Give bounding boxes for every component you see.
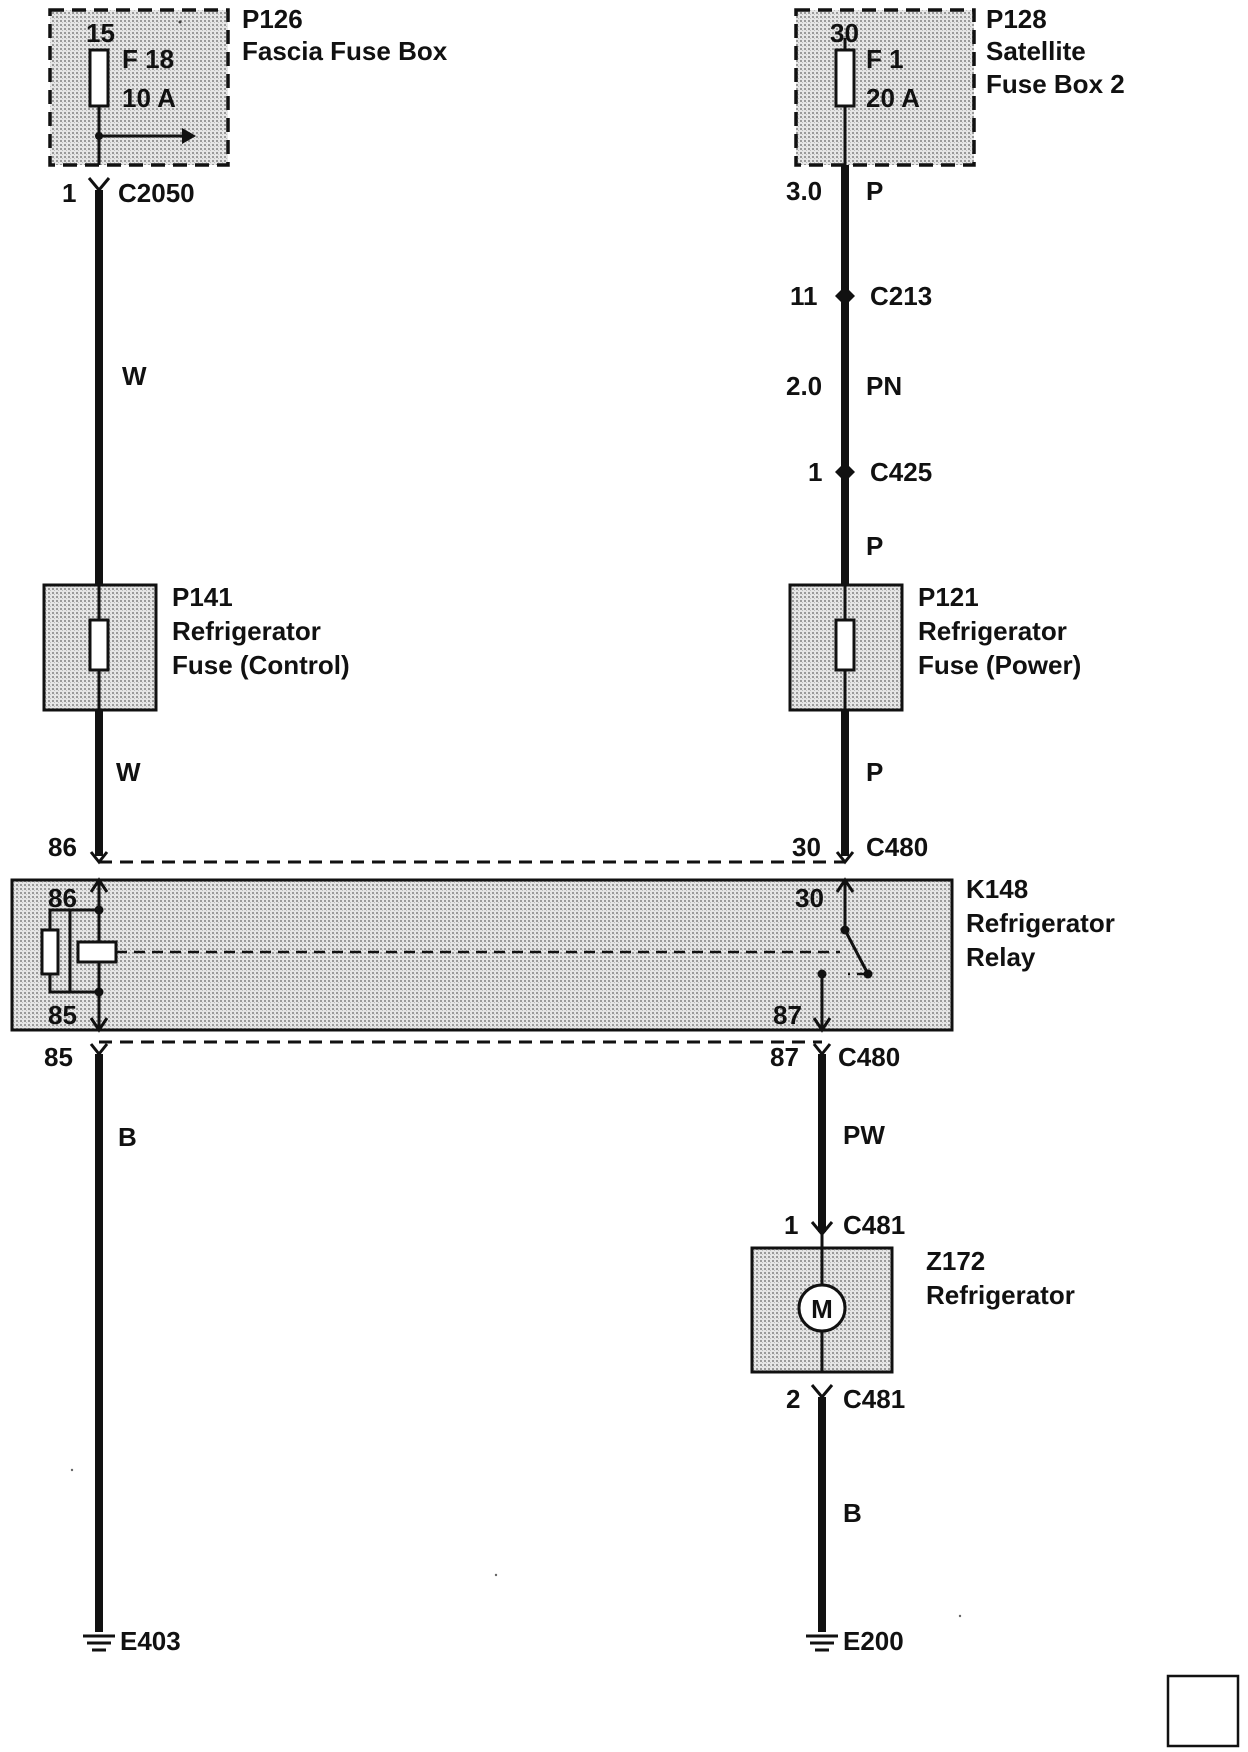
- p128-id: P128: [986, 4, 1047, 34]
- wire-left-w1-label: W: [122, 361, 147, 391]
- c480-bottom-left-pin: 85: [44, 1042, 73, 1072]
- relay-resistor-icon: [40, 928, 60, 976]
- p128-rating: 20 A: [866, 83, 920, 113]
- k148-id: K148: [966, 874, 1028, 904]
- c480-top-right-pin: 30: [792, 832, 821, 862]
- p126-name: Fascia Fuse Box: [242, 36, 448, 66]
- c480-bottom-right-pin: 87: [770, 1042, 799, 1072]
- refrigerator-fuse-power-p121: P121 Refrigerator Fuse (Power): [788, 582, 1081, 712]
- wire-right-p1-color: P: [866, 176, 883, 206]
- p128-pin: 30: [830, 18, 859, 48]
- p141-name-line1: Refrigerator: [172, 616, 321, 646]
- satellite-fuse-box-p128: 30 F 1 20 A P128 Satellite Fuse Box 2: [794, 4, 1125, 167]
- ground-e200-icon: E200: [806, 1626, 904, 1656]
- connector-c213: 11 C213: [790, 281, 932, 311]
- relay-pin-30: 30: [795, 883, 824, 913]
- wire-right-p1-size: 3.0: [786, 176, 822, 206]
- fuse-f18-icon: [88, 48, 110, 108]
- relay-pin-86: 86: [48, 883, 77, 913]
- c480-bottom-right-id: C480: [838, 1042, 900, 1072]
- corner-box: [1166, 1674, 1240, 1748]
- motor-symbol: M: [811, 1294, 833, 1324]
- wire-right-b-label: B: [843, 1498, 862, 1528]
- p121-id: P121: [918, 582, 979, 612]
- c2050-pin: 1: [62, 178, 76, 208]
- refrigerator-fuse-control-p141: P141 Refrigerator Fuse (Control): [42, 582, 350, 712]
- p126-id: P126: [242, 4, 303, 34]
- p121-name-line1: Refrigerator: [918, 616, 1067, 646]
- c481-bottom-id: C481: [843, 1384, 905, 1414]
- k148-name-line1: Refrigerator: [966, 908, 1115, 938]
- refrigerator-z172: M Z172 Refrigerator: [750, 1234, 1075, 1374]
- c480-top-left-pin: 86: [48, 832, 77, 862]
- wire-right-p2-label: P: [866, 531, 883, 561]
- fuse-f1-icon: [834, 48, 856, 108]
- p128-name-line1: Satellite: [986, 36, 1086, 66]
- c213-id: C213: [870, 281, 932, 311]
- wire-right-pn-size: 2.0: [786, 371, 822, 401]
- p126-rating: 10 A: [122, 83, 176, 113]
- p121-name-line2: Fuse (Power): [918, 650, 1081, 680]
- arrow-icon: [182, 128, 196, 144]
- wire-right-pw-label: PW: [843, 1120, 885, 1150]
- refrigerator-relay-k148: 86 85 30 87 K148 Refrigerator Relay: [10, 874, 1115, 1033]
- relay-pin-87: 87: [773, 1000, 802, 1030]
- connector-c425: 1 C425: [808, 457, 932, 487]
- ground-e403-icon: E403: [83, 1626, 181, 1656]
- ground-e200-label: E200: [843, 1626, 904, 1656]
- relay-coil-icon: [76, 940, 118, 964]
- c213-pin: 11: [790, 281, 818, 311]
- c425-id: C425: [870, 457, 932, 487]
- p126-fuse: F 18: [122, 44, 174, 74]
- ground-e403-label: E403: [120, 1626, 181, 1656]
- connector-c2050: 1 C2050: [62, 177, 195, 208]
- p141-name-line2: Fuse (Control): [172, 650, 350, 680]
- c481-top-pin: 1: [784, 1210, 798, 1240]
- p128-name-line2: Fuse Box 2: [986, 69, 1125, 99]
- fuse-p121-icon: [834, 618, 856, 672]
- wire-left-b-label: B: [118, 1122, 137, 1152]
- c2050-id: C2050: [118, 178, 195, 208]
- fascia-fuse-box-p126: 15 F 18 10 A P126 Fascia Fuse Box: [48, 4, 448, 167]
- k148-name-line2: Relay: [966, 942, 1036, 972]
- wire-left-w2-label: W: [116, 757, 141, 787]
- wire-right-p3-label: P: [866, 757, 883, 787]
- p141-id: P141: [172, 582, 233, 612]
- c481-bottom-pin: 2: [786, 1384, 800, 1414]
- c481-top-id: C481: [843, 1210, 905, 1240]
- p126-pin: 15: [86, 18, 115, 48]
- z172-name: Refrigerator: [926, 1280, 1075, 1310]
- z172-id: Z172: [926, 1246, 985, 1276]
- c425-pin: 1: [808, 457, 822, 487]
- c480-top-right-id: C480: [866, 832, 928, 862]
- relay-pin-85: 85: [48, 1000, 77, 1030]
- p128-fuse: F 1: [866, 44, 904, 74]
- wire-right-pn-color: PN: [866, 371, 902, 401]
- fuse-p141-icon: [88, 618, 110, 672]
